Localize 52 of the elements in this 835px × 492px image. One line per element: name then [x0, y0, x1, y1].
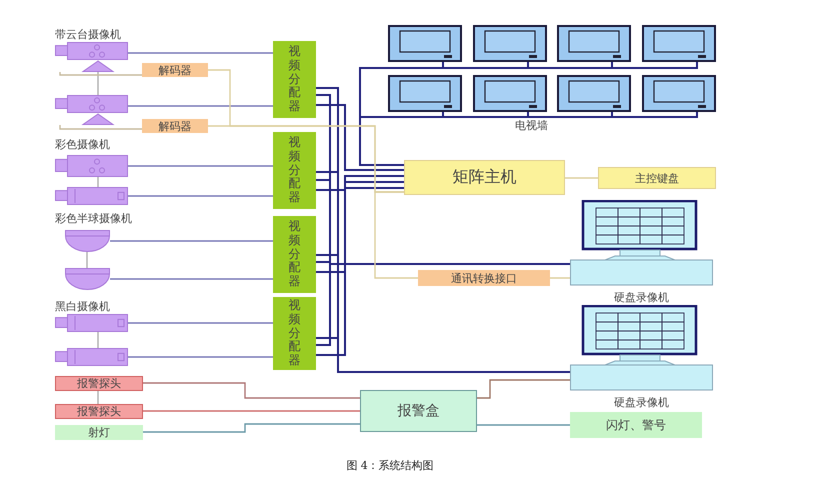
connector-line	[316, 104, 404, 171]
video-distributor-box: 视频分配器	[273, 41, 316, 118]
video-distributor-box: 视频分配器	[273, 132, 316, 209]
alarm-box: 报警盒	[360, 390, 477, 432]
connector-line	[565, 177, 598, 179]
connector-line	[128, 322, 273, 324]
keyboard-box: 主控键盘	[598, 167, 716, 189]
spotlight-box: 射灯	[55, 425, 143, 440]
device-caption: 硬盘录像机	[613, 395, 670, 410]
video-distributor-box: 视频分配器	[273, 216, 316, 293]
connector-line	[97, 72, 99, 95]
wall-label: 电视墙	[515, 118, 548, 133]
connector-line	[316, 263, 570, 346]
device-caption: 硬盘录像机	[613, 290, 670, 305]
group-heading: 彩色半球摄像机	[55, 211, 132, 226]
decoder-box: 解码器	[142, 63, 208, 77]
connector-line	[143, 410, 360, 412]
connector-line	[59, 125, 142, 130]
connector-line	[143, 382, 360, 399]
connector-line	[128, 105, 273, 107]
connector-line	[110, 278, 273, 280]
strobe-siren-box: 闪灯、警号	[570, 412, 702, 438]
connector-line	[477, 424, 570, 426]
connector-line	[128, 195, 273, 197]
connector-line	[128, 52, 273, 54]
connector-line	[110, 240, 273, 242]
connector-line	[316, 175, 404, 191]
decoder-box: 解码器	[142, 119, 208, 133]
connector-line	[97, 332, 99, 348]
figure-caption: 图 4：系统结构图	[345, 458, 435, 473]
interface-box: 通讯转换接口	[418, 270, 550, 286]
connector-line	[477, 379, 570, 399]
group-heading: 黑白摄像机	[55, 299, 110, 314]
alarm-sensor-box: 报警探头	[55, 404, 143, 419]
connector-line	[86, 252, 88, 268]
connector-line	[128, 356, 273, 358]
connector-line	[316, 337, 570, 373]
connector-line	[59, 72, 142, 76]
connector-line	[97, 177, 99, 187]
group-heading: 带云台摄像机	[55, 27, 121, 42]
matrix-host-box: 矩阵主机	[404, 160, 565, 195]
connector-line	[97, 391, 99, 404]
alarm-sensor-box: 报警探头	[55, 376, 143, 391]
video-distributor-box: 视频分配器	[273, 297, 316, 370]
connector-line	[316, 187, 404, 356]
connector-line	[550, 277, 570, 279]
connector-line	[128, 165, 273, 167]
connector-line	[359, 112, 698, 166]
group-heading: 彩色摄像机	[55, 137, 110, 152]
connector-line	[374, 191, 418, 279]
connector-line	[143, 423, 360, 433]
connector-line	[316, 181, 404, 273]
